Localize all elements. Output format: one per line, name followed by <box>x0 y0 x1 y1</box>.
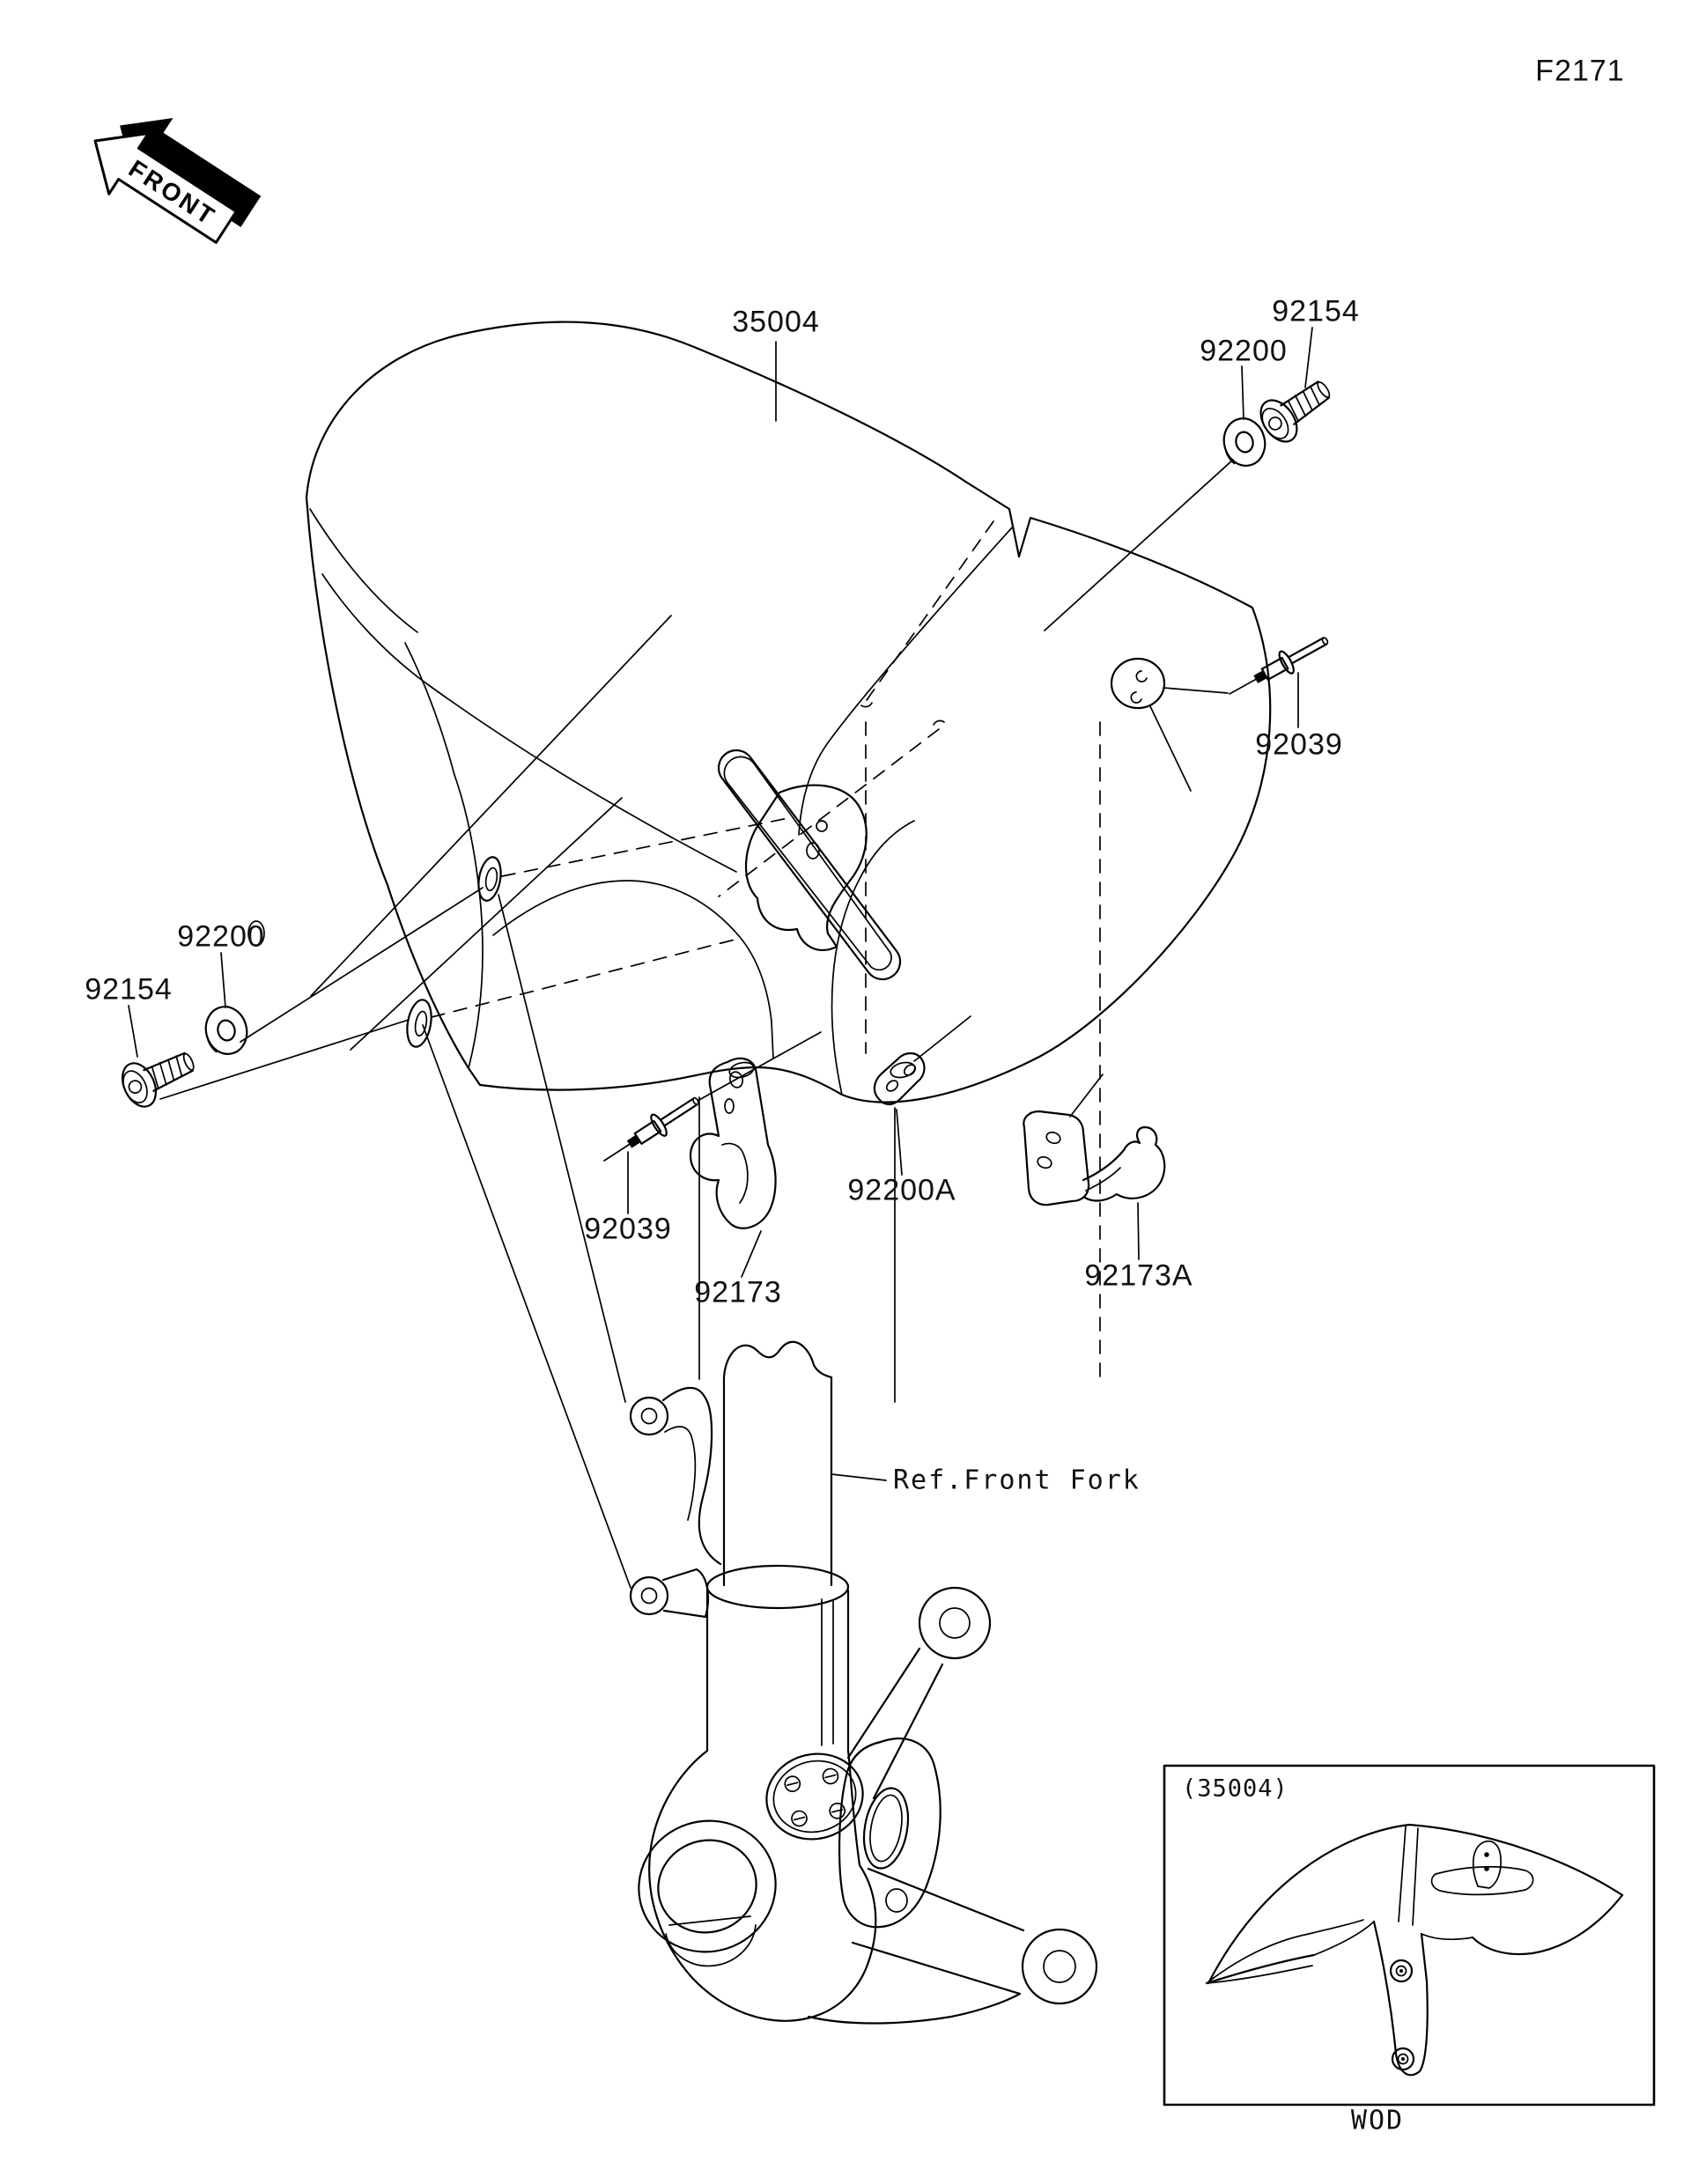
front-arrow-shadow <box>120 117 262 227</box>
inset-part-label: (35004) <box>1182 1774 1289 1803</box>
inset-variant-code: WOD <box>1350 2105 1405 2136</box>
washer-icon-top <box>1222 417 1266 467</box>
fork-lower-boss <box>1021 1928 1098 2005</box>
fender-bottom-hole <box>728 1061 755 1079</box>
pin-icon-right <box>1229 637 1329 695</box>
part-label-clamp: 92173 <box>694 1275 782 1310</box>
ref-front-fork-label: Ref.Front Fork <box>893 1465 1141 1496</box>
bolt-icon-left <box>121 1051 195 1108</box>
inset-variant-box <box>1163 1764 1656 2107</box>
leader-lines <box>128 327 1313 1481</box>
axle-clamp-flange <box>765 1752 864 1841</box>
fender-stay-bracket <box>745 784 868 951</box>
clamp-icon <box>689 1057 777 1229</box>
bracket-icon <box>873 1015 971 1106</box>
part-label-bolt-left: 92154 <box>85 972 173 1007</box>
front-fender-drawing <box>247 321 1272 1403</box>
fender-mount-hole-lower <box>406 999 432 1048</box>
part-label-washer-left: 92200 <box>177 919 265 954</box>
bolt-icon-top <box>1259 380 1331 443</box>
drawing-code: F2171 <box>1535 54 1625 88</box>
fender-side-hole <box>247 920 265 947</box>
front-direction-arrow: FRONT <box>93 117 262 244</box>
front-arrow-face <box>93 132 238 244</box>
part-label-washer-top: 92200 <box>1200 334 1288 368</box>
washer-icon-left <box>204 1006 248 1055</box>
fender-mount-hole-upper <box>477 856 502 902</box>
pin-icon-mid <box>603 1096 699 1162</box>
fender-center-slot <box>717 749 902 981</box>
fork-upper-boss <box>918 1586 992 1660</box>
front-fork-drawing <box>422 894 1098 2025</box>
part-label-bolt-top: 92154 <box>1272 294 1360 328</box>
part-label-pin-mid: 92039 <box>584 1212 672 1246</box>
clamp-a-icon <box>1023 1074 1166 1206</box>
part-label-bracket: 92200A <box>847 1173 956 1207</box>
part-label-fender: 35004 <box>732 305 820 339</box>
axle-bore <box>638 1819 777 1953</box>
fender-right-boss <box>1110 657 1192 792</box>
fork-brace <box>629 1386 722 1619</box>
inset-grommet <box>1389 1959 1415 2071</box>
part-label-clamp-a: 92173A <box>1084 1258 1193 1293</box>
part-label-pin-right: 92039 <box>1255 727 1343 762</box>
